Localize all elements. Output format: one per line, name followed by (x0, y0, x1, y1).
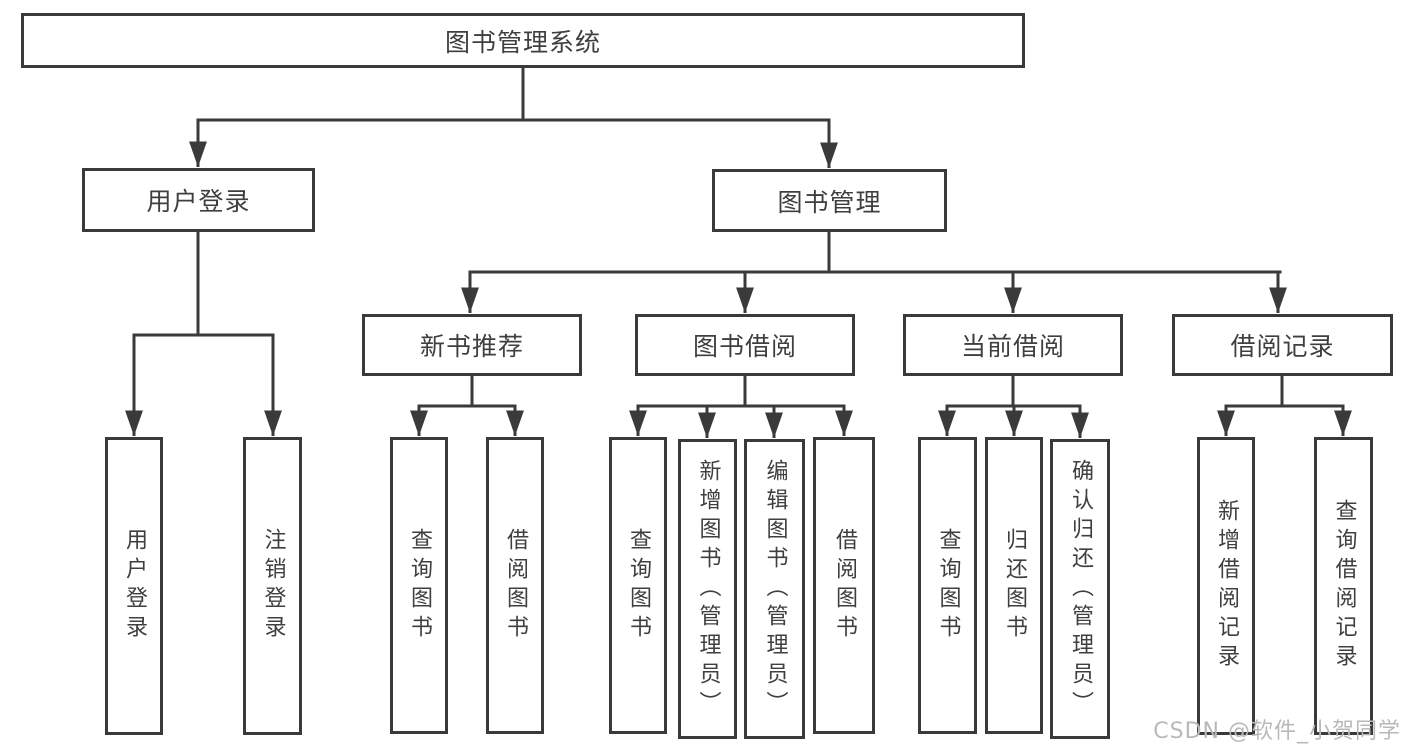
node-label: 图书管理系统 (444, 27, 601, 57)
leaf-borrow-books-recommend: 借阅图书 (486, 437, 544, 734)
leaf-add-book-admin: 新增图书（管理员） (678, 439, 737, 739)
node-label: 当前借阅 (960, 332, 1065, 361)
leaf-label: 注销登录 (260, 528, 286, 644)
node-user-login-module: 用户登录 (82, 168, 315, 232)
leaf-label: 新增借阅记录 (1214, 499, 1239, 673)
csdn-watermark: CSDN @软件_小贺同学 (1153, 719, 1401, 744)
leaf-edit-book-admin: 编辑图书（管理员） (744, 439, 805, 739)
leaf-label: 借阅图书 (503, 527, 528, 644)
leaf-query-books-borrowing: 查询图书 (609, 437, 667, 734)
node-label: 用户登录 (146, 187, 251, 216)
node-current-borrowing: 当前借阅 (903, 314, 1123, 376)
node-borrowing-records: 借阅记录 (1172, 314, 1393, 376)
leaf-label: 借阅图书 (832, 527, 857, 644)
leaf-label: 查询图书 (935, 527, 961, 644)
node-book-management-module: 图书管理 (712, 169, 947, 232)
leaf-logout: 注销登录 (243, 437, 302, 735)
leaf-label: 查询图书 (407, 527, 432, 644)
leaf-label: 用户登录 (122, 528, 147, 644)
leaf-label: 确认归还（管理员） (1068, 458, 1093, 720)
leaf-confirm-return-admin: 确认归还（管理员） (1050, 439, 1110, 739)
node-label: 借阅记录 (1230, 332, 1335, 361)
leaf-user-login: 用户登录 (105, 437, 163, 735)
leaf-query-books-current: 查询图书 (918, 437, 977, 734)
leaf-add-borrow-record: 新增借阅记录 (1197, 437, 1255, 735)
node-new-book-recommend: 新书推荐 (362, 314, 582, 376)
leaf-return-book: 归还图书 (985, 437, 1043, 734)
leaf-label: 查询图书 (626, 527, 651, 644)
node-label: 图书管理 (777, 187, 882, 217)
leaf-query-borrow-record: 查询借阅记录 (1314, 437, 1373, 735)
leaf-label: 归还图书 (1002, 527, 1027, 644)
node-label: 图书借阅 (692, 332, 797, 361)
node-book-borrowing: 图书借阅 (635, 314, 855, 376)
leaf-query-books-recommend: 查询图书 (390, 437, 448, 734)
leaf-label: 编辑图书（管理员） (762, 458, 788, 720)
node-label: 新书推荐 (419, 332, 524, 361)
leaf-borrow-books-borrowing: 借阅图书 (813, 437, 875, 734)
leaf-label: 新增图书（管理员） (695, 458, 721, 720)
leaf-label: 查询借阅记录 (1331, 499, 1357, 673)
node-library-management-system: 图书管理系统 (21, 13, 1025, 68)
